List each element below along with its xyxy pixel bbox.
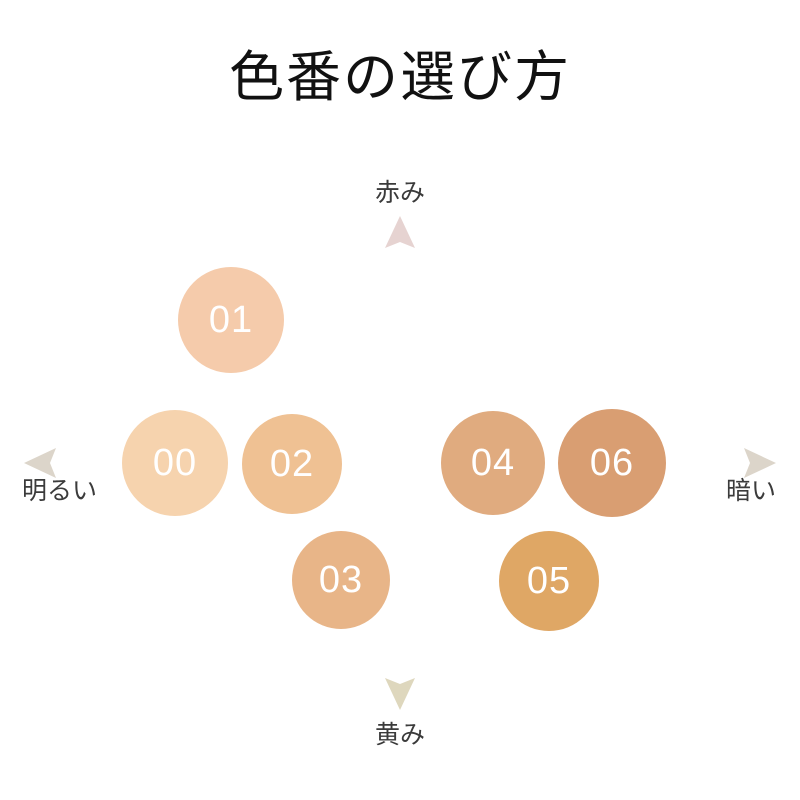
shade-swatch-label: 06 [589,442,635,484]
shade-swatch-label: 02 [269,443,315,485]
shade-swatch-label: 05 [526,560,572,602]
shade-swatch-01[interactable]: 01 [178,267,284,373]
page-title: 色番の選び方 [228,45,571,109]
shade-swatch-00[interactable]: 00 [122,410,228,516]
shade-swatch-02[interactable]: 02 [242,414,342,514]
shade-swatch-03[interactable]: 03 [292,531,390,629]
shade-swatch-label: 03 [318,559,364,601]
x-axis-left-arrowhead [24,448,56,478]
axis-label-yellowness: 黄み [374,720,425,749]
x-axis-right-arrowhead [744,448,776,478]
shade-swatch-label: 00 [152,442,198,484]
y-axis-top-arrowhead [385,216,415,248]
axes-group [24,216,776,710]
axis-label-dark: 暗い [725,476,776,505]
axis-label-redness: 赤み [374,178,425,207]
shade-swatch-04[interactable]: 04 [441,411,545,515]
y-axis-bottom-arrowhead [385,678,415,710]
axis-label-bright: 明るい [22,476,98,505]
shade-swatch-label: 01 [208,299,254,341]
chart-plot-area: 赤み 黄み 明るい 暗い 00 01 02 03 04 05 06 [0,150,800,770]
shade-swatch-05[interactable]: 05 [499,531,599,631]
shade-swatch-06[interactable]: 06 [558,409,666,517]
shade-swatch-label: 04 [470,442,516,484]
